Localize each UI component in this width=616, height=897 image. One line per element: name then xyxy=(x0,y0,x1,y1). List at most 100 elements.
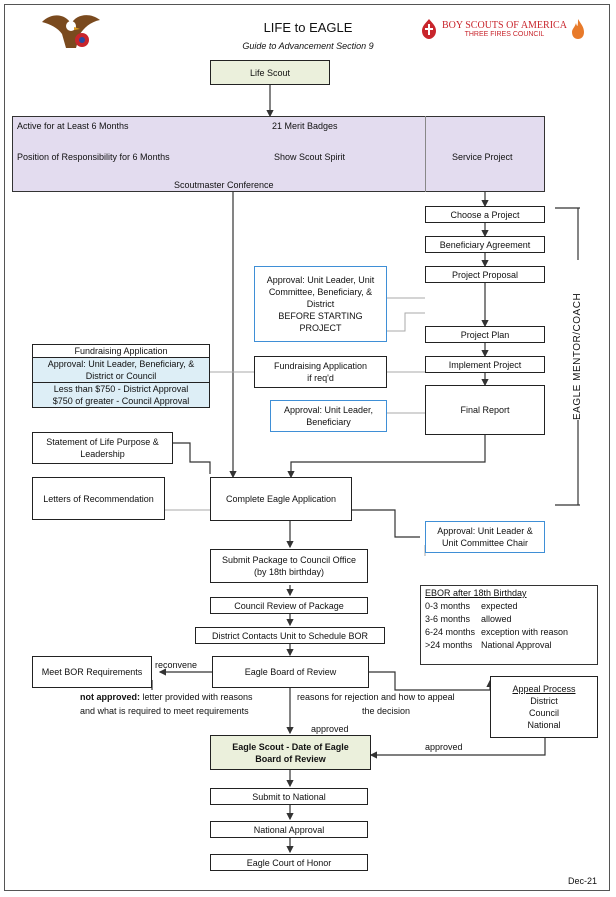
requirements-divider xyxy=(425,116,426,192)
beneficiary-agreement-node: Beneficiary Agreement xyxy=(425,236,545,253)
eagle-scout-line2: Board of Review xyxy=(255,753,326,764)
submit-national-node: Submit to National xyxy=(210,788,368,805)
eagle-board-of-review-node: Eagle Board of Review xyxy=(212,656,369,688)
approval-before-start-node: Approval: Unit Leader, Unit Committee, B… xyxy=(254,266,387,342)
fundraising-application-table: Fundraising Application Approval: Unit L… xyxy=(32,344,210,408)
submit-package-node: Submit Package to Council Office (by 18t… xyxy=(210,549,368,583)
reasons-note-line2: the decision xyxy=(362,706,411,716)
approval-before-line2: Committee, Beneficiary, & xyxy=(268,287,373,297)
eagle-scout-node: Eagle Scout - Date of Eagle Board of Rev… xyxy=(210,735,371,770)
page-subtitle: Guide to Advancement Section 9 xyxy=(242,41,374,51)
fundraising-if-required-node: Fundraising Application if req'd xyxy=(254,356,387,388)
national-approval-node: National Approval xyxy=(210,821,368,838)
court-of-honor-node: Eagle Court of Honor xyxy=(210,854,368,871)
approval-before-line3: District xyxy=(306,299,335,309)
submit-package-line2: (by 18th birthday) xyxy=(253,567,325,577)
complete-application-node: Complete Eagle Application xyxy=(210,477,352,521)
ebor-title: EBOR after 18th Birthday xyxy=(425,588,527,598)
ebor-row: >24 months National Approval xyxy=(425,639,593,652)
fund-app-greater-750: $750 of greater - Council Approval xyxy=(52,396,190,406)
approved-label-appeal: approved xyxy=(425,742,463,752)
req-sm-conference: Scoutmaster Conference xyxy=(174,180,274,190)
ebor-range: 0-3 months xyxy=(425,601,471,611)
appeal-item: National xyxy=(527,720,561,730)
eagle-logo xyxy=(40,10,102,57)
page-frame xyxy=(4,4,610,891)
implement-project-label: Implement Project xyxy=(448,359,522,370)
eagle-bor-label: Eagle Board of Review xyxy=(244,667,337,677)
life-scout-label: Life Scout xyxy=(249,67,291,78)
approval-before-line4: BEFORE STARTING xyxy=(278,311,363,321)
approval-application-node: Approval: Unit Leader & Unit Committee C… xyxy=(425,521,545,553)
ebor-range: >24 months xyxy=(425,640,473,650)
eagle-mentor-label: EAGLE MENTOR/COACH xyxy=(572,292,583,420)
ebor-status: allowed xyxy=(481,614,512,624)
page-title: LIFE to EAGLE xyxy=(263,20,353,35)
eagle-scout-line1: Eagle Scout - Date of Eagle xyxy=(232,741,349,752)
reconvene-label: reconvene xyxy=(155,660,198,670)
submit-national-label: Submit to National xyxy=(252,791,326,802)
not-approved-note-line1: not approved: letter provided with reaso… xyxy=(80,692,253,703)
fund-if-req-line1: Fundraising Application xyxy=(273,361,368,371)
complete-application-label: Complete Eagle Application xyxy=(225,494,337,504)
bsa-logo: BOY SCOUTS OF AMERICA THREE FIRES COUNCI… xyxy=(420,18,586,40)
letters-node: Letters of Recommendation xyxy=(32,477,165,520)
approval-before-line1: Approval: Unit Leader, Unit xyxy=(266,275,375,285)
appeal-title: Appeal Process xyxy=(512,684,576,694)
council-review-label: Council Review of Package xyxy=(234,600,344,611)
not-approved-bold: not approved: xyxy=(80,692,140,702)
appeal-item: District xyxy=(530,696,558,706)
req-merit-badges: 21 Merit Badges xyxy=(272,121,338,131)
approval-final-line2: Beneficiary xyxy=(306,417,351,427)
final-report-node: Final Report xyxy=(425,385,545,435)
req-scout-spirit: Show Scout Spirit xyxy=(274,152,346,162)
council-review-node: Council Review of Package xyxy=(210,597,368,614)
fund-if-req-line2: if req'd xyxy=(307,373,334,383)
reasons-note-line1: reasons for rejection and how to appeal xyxy=(297,692,455,702)
meet-bor-requirements-node: Meet BOR Requirements xyxy=(32,656,152,688)
fund-app-approval-line2: District or Council xyxy=(85,371,157,381)
life-purpose-node: Statement of Life Purpose & Leadership xyxy=(32,432,173,464)
approval-final-line1: Approval: Unit Leader, xyxy=(283,405,374,415)
beneficiary-agreement-label: Beneficiary Agreement xyxy=(439,239,531,250)
submit-package-line1: Submit Package to Council Office xyxy=(222,555,356,565)
choose-project-label: Choose a Project xyxy=(450,209,520,220)
requirements-box xyxy=(12,116,545,192)
ebor-status: National Approval xyxy=(481,640,552,650)
approval-application-line2: Unit Committee Chair xyxy=(441,538,529,548)
project-proposal-label: Project Proposal xyxy=(451,269,519,280)
req-service-project: Service Project xyxy=(452,152,513,162)
ebor-range: 6-24 months xyxy=(425,627,476,637)
district-contacts-node: District Contacts Unit to Schedule BOR xyxy=(195,627,385,644)
meet-bor-label: Meet BOR Requirements xyxy=(41,667,143,677)
project-plan-node: Project Plan xyxy=(425,326,545,343)
approval-final-report-node: Approval: Unit Leader, Beneficiary xyxy=(270,400,387,432)
final-report-label: Final Report xyxy=(460,405,510,415)
approval-application-line1: Approval: Unit Leader & xyxy=(437,526,533,536)
project-proposal-node: Project Proposal xyxy=(425,266,545,283)
bsa-council: THREE FIRES COUNCIL xyxy=(464,31,545,38)
fund-app-title: Fundraising Application xyxy=(33,345,209,358)
fund-app-less-750: Less than $750 - District Approval xyxy=(53,384,189,394)
appeal-item: Council xyxy=(528,708,559,718)
district-contacts-label: District Contacts Unit to Schedule BOR xyxy=(211,630,369,641)
implement-project-node: Implement Project xyxy=(425,356,545,373)
bsa-name: BOY SCOUTS OF AMERICA xyxy=(442,20,567,31)
life-purpose-line2: Leadership xyxy=(80,449,125,459)
national-approval-label: National Approval xyxy=(253,824,325,835)
fund-app-approval-line1: Approval: Unit Leader, Beneficiary, & xyxy=(47,359,195,369)
life-purpose-line1: Statement of Life Purpose & xyxy=(46,437,159,447)
approval-before-line5: PROJECT xyxy=(299,323,342,333)
req-active: Active for at Least 6 Months xyxy=(17,121,129,131)
project-plan-label: Project Plan xyxy=(460,329,510,340)
not-approved-note-line2: and what is required to meet requirement… xyxy=(80,706,249,716)
not-approved-text: letter provided with reasons xyxy=(140,692,253,702)
fund-app-approval: Approval: Unit Leader, Beneficiary, & Di… xyxy=(33,358,209,383)
fund-app-thresholds: Less than $750 - District Approval $750 … xyxy=(33,383,209,407)
court-of-honor-label: Eagle Court of Honor xyxy=(246,857,332,868)
approved-label-bor: approved xyxy=(311,724,349,734)
